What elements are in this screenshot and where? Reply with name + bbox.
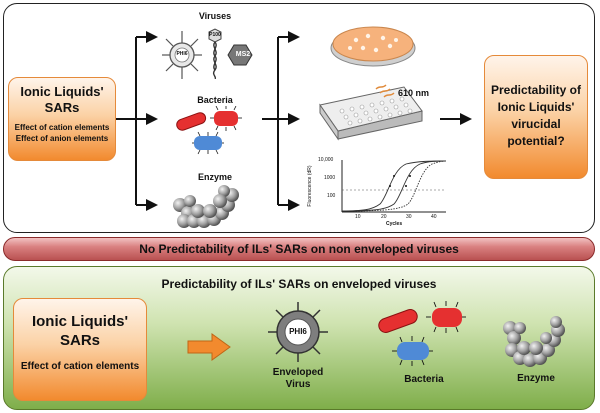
ionic-liquids-sars-box: Ionic Liquids' SARs Effect of cation ele… [8, 77, 116, 161]
ms2-icon [227, 44, 253, 66]
enzyme-icon-bottom [503, 316, 565, 367]
phi6-small-icon [162, 31, 202, 79]
p100-icon [208, 28, 222, 79]
enzyme-label-bottom: Enzyme [517, 373, 555, 384]
qpcr-xtick-20: 20 [381, 214, 387, 220]
microplate-icon [319, 84, 423, 141]
ionic-liquids-sars-box-bottom: Ionic Liquids' SARs Effect of cation ele… [13, 298, 147, 401]
effect-anion-text: Effect of anion elements [15, 134, 109, 143]
ionic-liquids-sars-title: Ionic Liquids' SARs [20, 84, 104, 115]
predictability-line3: virucidal [511, 117, 561, 131]
ms2-label: MS2 [235, 51, 251, 58]
bacteria-icons-top [176, 106, 242, 155]
bacteria-label-bottom: Bacteria [404, 374, 444, 385]
phi6-small-label: PHI6 [176, 51, 188, 57]
bacteria-label-top: Bacteria [197, 95, 233, 105]
bottom-title: Predictability of ILs' SARs on enveloped… [161, 277, 437, 291]
qpcr-ytick-100: 100 [327, 193, 336, 199]
viruses-label: Viruses [198, 11, 232, 21]
enveloped-line1: Enveloped [272, 367, 324, 378]
qpcr-xtick-40: 40 [431, 214, 437, 220]
wavelength-label: 610 nm [398, 88, 430, 98]
predictability-line2: Ionic Liquids' [497, 100, 575, 114]
phi6-enveloped-virus-icon [268, 302, 328, 362]
branch-arrows-left [116, 31, 472, 211]
ionic-liquids-sars-bottom-line2: SARs [59, 332, 100, 349]
effect-cation-text: Effect of cation elements [14, 123, 110, 132]
orange-arrow-icon [187, 333, 231, 361]
petri-dish-icon [330, 26, 416, 67]
bacteria-icons-bottom [378, 301, 466, 366]
phi6-label-bottom: PHI6 [289, 327, 307, 336]
enveloped-line2: Virus [285, 379, 311, 390]
qpcr-xtick-10: 10 [355, 214, 361, 220]
enzyme-label-top: Enzyme [197, 172, 232, 182]
qpcr-plot [341, 160, 447, 213]
qpcr-ylabel: Fluorescence (dR) [307, 165, 313, 207]
predictability-line1: Predictability of [490, 83, 582, 97]
qpcr-ytick-1000: 1000 [324, 175, 336, 181]
qpcr-xtick-30: 30 [406, 214, 412, 220]
ionic-liquids-sars-bottom-line1: Ionic Liquids' [31, 313, 129, 330]
effect-cation-bottom: Effect of cation elements [20, 361, 140, 372]
predictability-line4: potential? [507, 134, 565, 148]
enzyme-icon-top [173, 185, 239, 228]
p100-label: P100 [209, 32, 221, 38]
qpcr-ytick-10000: 10,000 [318, 157, 334, 163]
virus-icons [162, 28, 253, 79]
qpcr-xlabel: Cycles [386, 221, 403, 227]
predictability-box: Predictability of Ionic Liquids' virucid… [484, 55, 588, 179]
non-enveloped-banner: No Predictability of ILs' SARs on non en… [3, 237, 595, 261]
